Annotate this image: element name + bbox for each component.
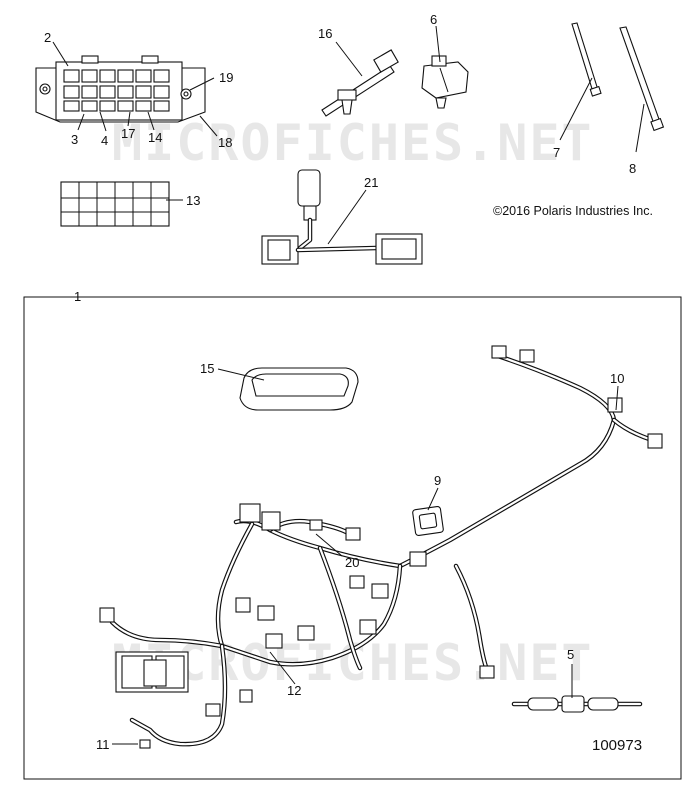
fuse-slots	[63, 69, 170, 112]
callout-1: 1	[74, 289, 81, 304]
main-fuse-block	[115, 651, 189, 693]
callout-3: 3	[71, 132, 78, 147]
adapter-harness	[261, 169, 423, 265]
callout-15: 15	[200, 361, 214, 376]
callout-14: 14	[148, 130, 162, 145]
harness-connectors	[99, 345, 663, 749]
callout-21: 21	[364, 175, 378, 190]
callout-8: 8	[629, 161, 636, 176]
cable-tie-7	[571, 22, 602, 97]
callout-11: 11	[96, 737, 110, 752]
callout-6: 6	[430, 12, 437, 27]
fuse-box	[35, 55, 206, 123]
grommet-9	[412, 506, 444, 536]
cable-tie-8	[619, 26, 665, 132]
connector-6	[421, 55, 469, 109]
callout-17: 17	[121, 126, 135, 141]
callout-4: 4	[101, 133, 108, 148]
assembly-frame	[23, 296, 682, 780]
callout-2: 2	[44, 30, 51, 45]
callout-20: 20	[345, 555, 359, 570]
cable-tie-clip	[321, 49, 399, 117]
copyright-notice: ©2016 Polaris Industries Inc.	[493, 204, 653, 218]
watermark-top: MICROFICHES.NET	[112, 114, 594, 172]
callout-7: 7	[553, 145, 560, 160]
callout-10: 10	[610, 371, 624, 386]
callout-18: 18	[218, 135, 232, 150]
callout-19: 19	[219, 70, 233, 85]
figure-number: 100973	[592, 737, 642, 754]
main-harness	[99, 345, 663, 749]
callout-13: 13	[186, 193, 200, 208]
fuse-label-decal	[60, 181, 170, 227]
fuse-holder	[511, 695, 643, 713]
leader-lines	[52, 25, 645, 745]
callout-16: 16	[318, 26, 332, 41]
callout-labels: 1 2 3 4 5 6 7 8 9 10 11 12 13 14 15 16 1…	[44, 12, 636, 752]
cover-15	[239, 367, 359, 411]
callout-9: 9	[434, 473, 441, 488]
callout-5: 5	[567, 647, 574, 662]
callout-12: 12	[287, 683, 301, 698]
